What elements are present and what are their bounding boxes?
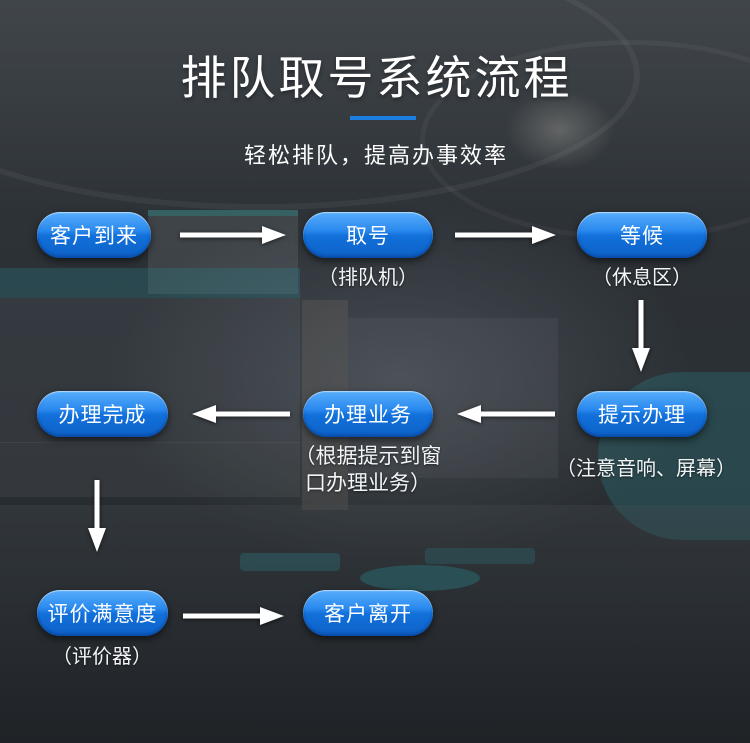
page-subtitle: 轻松排队，提高办事效率 [243,143,508,168]
ceiling-light [505,90,615,170]
counter-signage-band [0,268,300,298]
service-counter [0,442,300,497]
step-wait: 等候 [577,212,707,258]
floor-marking [425,548,535,564]
step-take-ticket: 取号 [303,212,433,258]
page-title: 排队取号系统流程 [180,52,573,104]
step-process-business: 办理业务 [303,391,433,437]
floor-marking [360,565,480,591]
arrow-wait-to-prompt [632,300,650,372]
note-go-to-window: （根据提示到窗 口办理业务） [283,443,453,497]
step-complete: 办理完成 [37,391,168,437]
note-rating-device: （评价器） [52,646,152,668]
arrow-ticket-to-wait [455,226,556,244]
note-queue-machine: （排队机） [318,267,418,289]
note-audio-screen: （注意音响、屏幕） [556,458,736,480]
floor-marking [240,553,340,571]
note-line: （根据提示到窗 [294,445,442,468]
arrow-process-to-complete [192,405,290,423]
step-prompt: 提示办理 [577,391,707,437]
arrow-complete-to-rate [88,480,106,552]
arrow-arrive-to-ticket [180,226,286,244]
hanging-sign [148,210,298,294]
title-underline [350,116,416,120]
step-customer-leaves: 客户离开 [303,590,433,636]
step-customer-arrives: 客户到来 [37,212,151,258]
step-rate-satisfaction: 评价满意度 [37,590,168,636]
note-rest-area: （休息区） [592,267,692,289]
arrow-rate-to-leave [183,607,284,625]
note-line: 口办理业务） [305,472,431,495]
arrow-prompt-to-process [457,405,555,423]
